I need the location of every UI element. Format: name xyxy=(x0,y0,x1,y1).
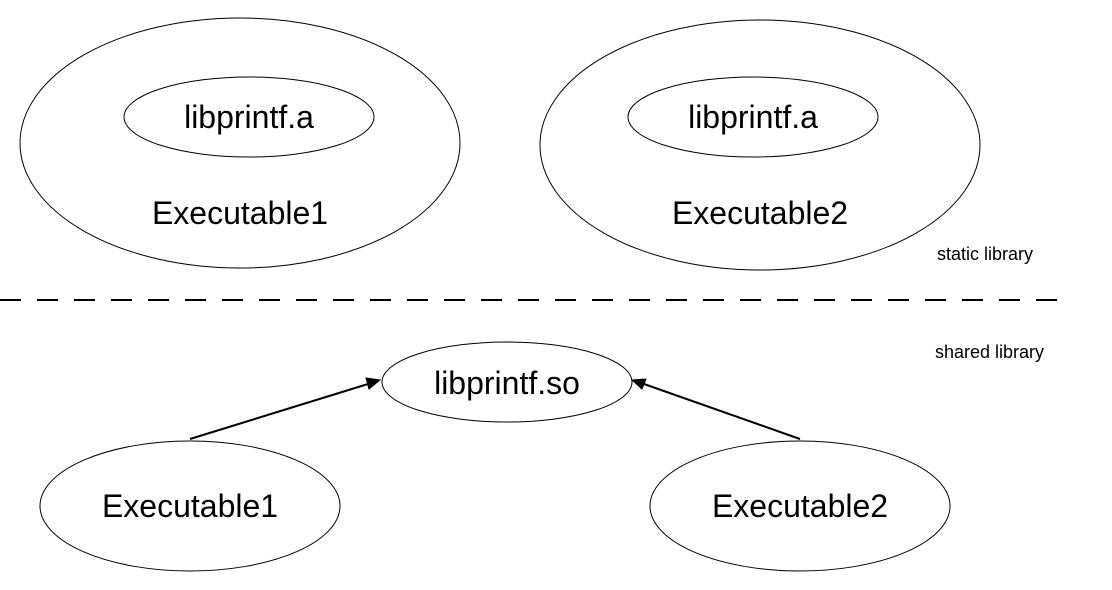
static-library-section-label: static library xyxy=(937,244,1033,264)
arrowhead-right xyxy=(630,378,647,390)
shared-library-ellipse xyxy=(381,341,633,423)
shared-library-group: libprintf.so xyxy=(381,341,633,423)
shared-executable-1-label: Executable1 xyxy=(102,488,278,524)
static-library-1-ellipse xyxy=(123,76,375,158)
shared-executable-2-group: Executable2 xyxy=(649,440,951,572)
shared-executable-1-ellipse xyxy=(39,440,341,572)
arrow-executable-1-to-shared-library xyxy=(189,377,382,440)
shared-executable-2-ellipse xyxy=(649,440,951,572)
edge-executable-2-to-library xyxy=(643,383,801,440)
arrowhead-left xyxy=(365,377,382,390)
shared-library-section-label: shared library xyxy=(935,342,1044,362)
arrow-executable-2-to-shared-library xyxy=(630,378,801,440)
shared-library-label: libprintf.so xyxy=(434,365,580,401)
static-library-2-ellipse xyxy=(627,76,879,158)
static-library-2-label: libprintf.a xyxy=(688,99,818,135)
shared-executable-2-label: Executable2 xyxy=(712,488,888,524)
static-executable-2-label: Executable2 xyxy=(672,195,848,231)
static-executable-1-group: libprintf.a Executable1 xyxy=(19,17,461,269)
shared-executable-1-group: Executable1 xyxy=(39,440,341,572)
static-executable-1-label: Executable1 xyxy=(152,195,328,231)
static-library-1-label: libprintf.a xyxy=(184,99,314,135)
static-executable-2-group: libprintf.a Executable2 xyxy=(539,19,981,271)
edge-executable-1-to-library xyxy=(189,383,369,440)
